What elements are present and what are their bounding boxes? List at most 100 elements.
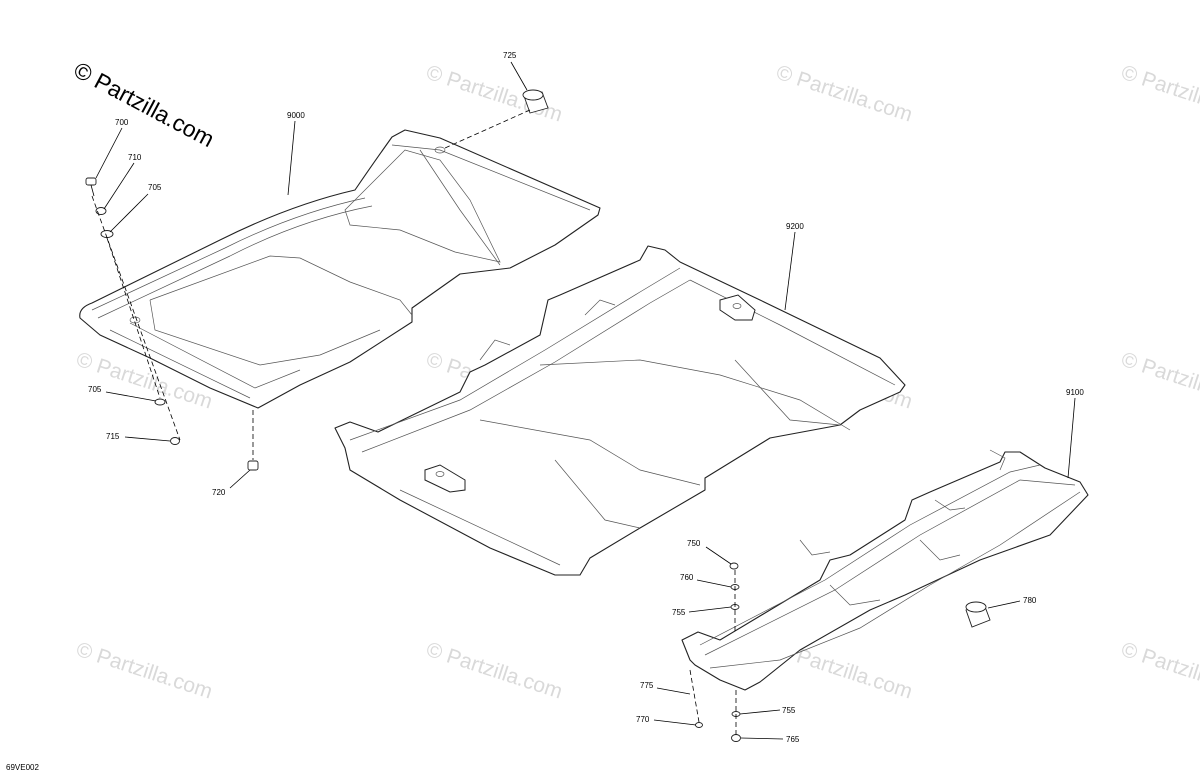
skid-plate-9200[interactable] — [334, 245, 906, 576]
diagram-code: 69VE002 — [6, 763, 39, 772]
recess-panel — [149, 255, 413, 316]
edge-line — [399, 489, 561, 566]
recess-panel — [344, 149, 501, 263]
screw-700[interactable] — [85, 177, 97, 197]
callout-9100[interactable]: 9100 — [1066, 388, 1084, 397]
callout-770[interactable]: 770 — [636, 715, 650, 724]
leader-line — [653, 719, 697, 726]
leader-line — [103, 162, 135, 210]
recess-panel — [149, 299, 381, 366]
edge-line — [361, 279, 691, 453]
assembly-line — [689, 669, 700, 723]
recess-panel — [734, 359, 841, 426]
leader-line — [95, 127, 123, 179]
assembly-line — [91, 195, 181, 441]
bracket — [584, 299, 616, 316]
screw-750[interactable] — [729, 562, 739, 570]
bracket — [919, 539, 961, 561]
watermark: © Partzilla.com — [423, 638, 565, 704]
callout-765[interactable]: 765 — [786, 735, 800, 744]
callout-710[interactable]: 710 — [128, 153, 142, 162]
watermark: © Partzilla.com — [1118, 348, 1200, 414]
leader-line — [109, 193, 149, 233]
leader-line — [1067, 397, 1076, 479]
mount-hole — [435, 471, 445, 477]
callout-775[interactable]: 775 — [640, 681, 654, 690]
grommet-rim — [522, 89, 544, 101]
skid-plate-9000[interactable] — [79, 129, 601, 409]
watermark: © Partzilla.com — [423, 61, 565, 127]
leader-line — [124, 436, 171, 442]
leader-line — [696, 579, 732, 588]
watermark: © Partzilla.com — [773, 61, 915, 127]
bracket — [934, 499, 966, 511]
edge-line — [349, 267, 681, 441]
edge-line — [109, 329, 251, 399]
nut-765[interactable] — [731, 734, 741, 742]
grommet-725[interactable] — [522, 89, 549, 114]
grommet-780[interactable] — [965, 601, 991, 628]
nut-715[interactable] — [170, 437, 180, 445]
leader-line — [656, 687, 691, 695]
leader-line — [784, 231, 796, 311]
edge-line — [129, 322, 301, 389]
grommet-rim — [965, 601, 987, 613]
leader-line — [705, 546, 732, 565]
assembly-line — [444, 109, 531, 149]
callout-725[interactable]: 725 — [503, 51, 517, 60]
leader-line — [740, 737, 784, 740]
watermark: © Partzilla.com — [1118, 638, 1200, 704]
callout-9200[interactable]: 9200 — [786, 222, 804, 231]
bracket — [989, 449, 1006, 471]
screw-head — [85, 177, 97, 186]
callout-780[interactable]: 780 — [1023, 596, 1037, 605]
mount-hole — [732, 303, 742, 309]
screw-770[interactable] — [695, 722, 703, 728]
edge-line — [704, 479, 1076, 656]
mount-tab — [719, 294, 756, 321]
screw-shank — [90, 184, 95, 197]
recess-panel — [479, 419, 701, 486]
callout-755[interactable]: 755 — [672, 608, 686, 617]
callout-9000[interactable]: 9000 — [287, 111, 305, 120]
callout-700[interactable]: 700 — [115, 118, 129, 127]
mount-hole — [434, 146, 446, 154]
clip-720[interactable] — [247, 460, 259, 471]
callout-715[interactable]: 715 — [106, 432, 120, 441]
assembly-line — [106, 237, 161, 399]
mount-tab — [424, 464, 466, 493]
edge-line — [391, 144, 591, 211]
leader-line — [739, 709, 781, 715]
callout-720[interactable]: 720 — [212, 488, 226, 497]
edge-line — [699, 464, 1041, 646]
leader-line — [510, 61, 528, 91]
leader-line — [105, 391, 157, 402]
edge-line — [91, 197, 366, 311]
edge-line — [689, 279, 896, 386]
bracket — [799, 539, 831, 556]
edge-line — [419, 149, 501, 266]
copyright-brand: © Partzilla.com — [70, 56, 219, 152]
plate-body — [681, 451, 1089, 691]
leader-line — [688, 606, 732, 613]
callout-750[interactable]: 750 — [687, 539, 701, 548]
watermark: © Partzilla.com — [1118, 61, 1200, 127]
callout-705[interactable]: 705 — [88, 385, 102, 394]
washer-705[interactable] — [154, 398, 166, 406]
nut-710[interactable] — [95, 207, 107, 215]
edge-line — [709, 491, 1081, 669]
leader-line — [229, 469, 251, 489]
skid-plate-9100[interactable] — [681, 449, 1089, 691]
bracket — [479, 339, 511, 361]
callout-760[interactable]: 760 — [680, 573, 694, 582]
watermark: © Partzilla.com — [73, 638, 215, 704]
leader-line — [987, 600, 1021, 609]
leader-line — [287, 120, 296, 196]
callout-755[interactable]: 755 — [782, 706, 796, 715]
bracket — [829, 584, 881, 606]
callout-705[interactable]: 705 — [148, 183, 162, 192]
edge-line — [97, 205, 373, 319]
recess-panel — [554, 459, 641, 529]
